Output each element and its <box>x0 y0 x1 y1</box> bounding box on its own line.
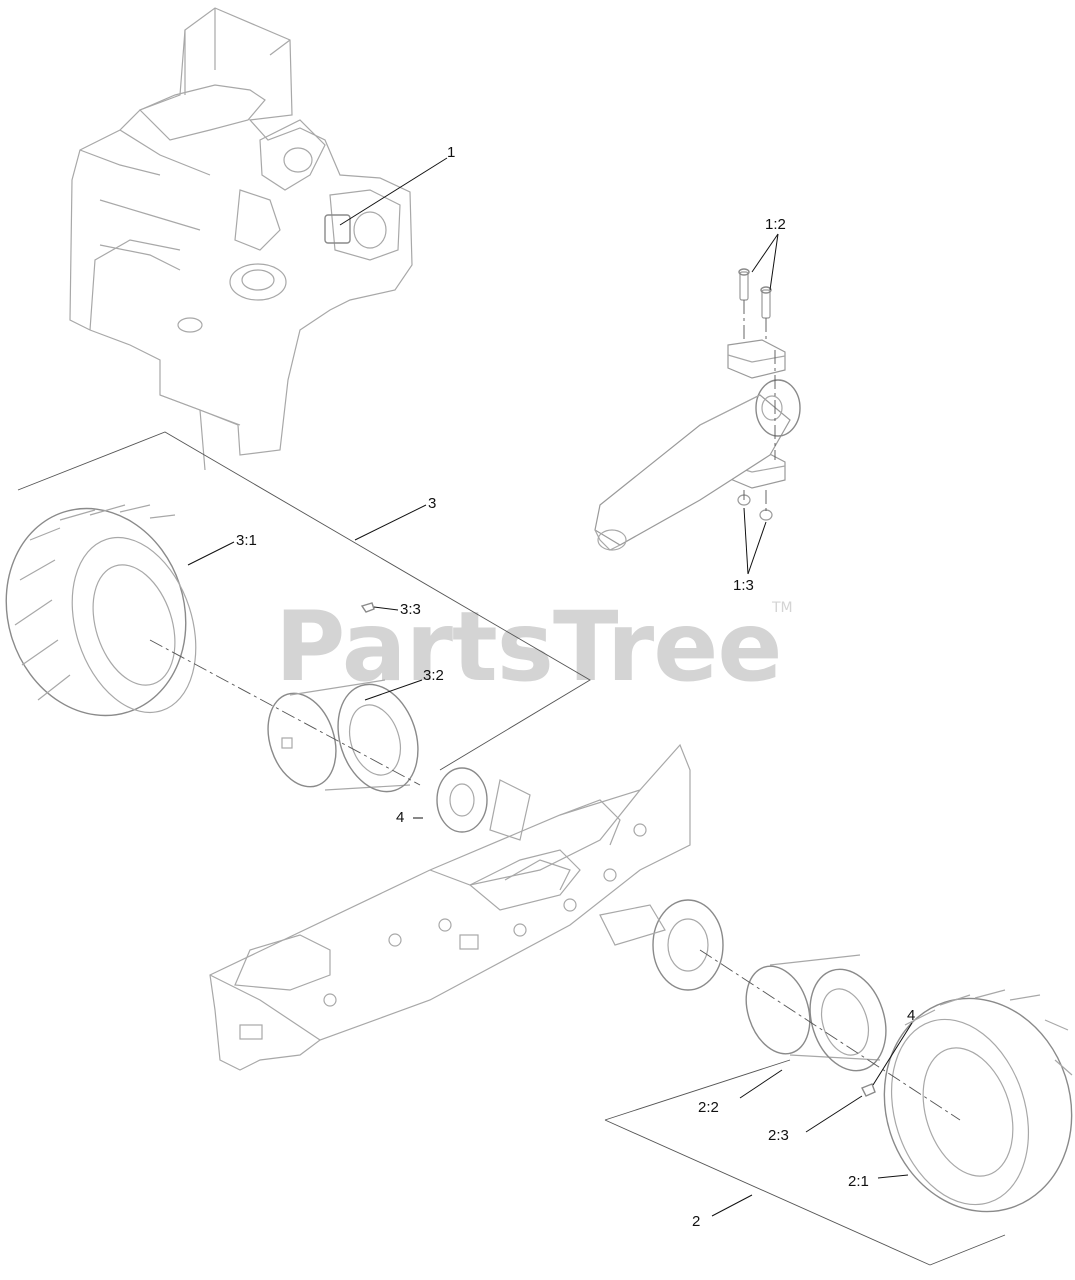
callout-4-rear: 4 <box>396 809 404 826</box>
callout-2-1: 2:1 <box>848 1173 869 1190</box>
callout-2-3: 2:3 <box>768 1127 789 1144</box>
cylinder-assembly-icon <box>594 268 801 551</box>
bolt-icon <box>738 268 772 319</box>
wheel-rim-icon <box>267 679 419 793</box>
watermark-text: PartsTree <box>275 591 781 703</box>
callout-1-3: 1:3 <box>733 577 754 594</box>
watermark-trademark: TM <box>771 600 793 616</box>
valve-stem-icon <box>360 602 375 613</box>
tire-icon <box>883 989 1073 1213</box>
callout-3-1: 3:1 <box>236 532 257 549</box>
callout-2-2: 2:2 <box>698 1099 719 1116</box>
callout-3-3: 3:3 <box>400 601 421 618</box>
callout-1: 1 <box>447 144 455 161</box>
rear-wheel-group-outline <box>17 431 591 771</box>
front-wheel-group-outline <box>604 1059 1006 1266</box>
callout-3: 3 <box>428 495 436 512</box>
leader-lines <box>187 157 913 1217</box>
wheel-rim-icon <box>745 954 887 1072</box>
valve-stem-icon <box>861 1083 876 1097</box>
rear-axle-frame-icon <box>209 743 724 1071</box>
callout-4-front: 4 <box>907 1007 915 1024</box>
callout-3-2: 3:2 <box>423 667 444 684</box>
tire-icon <box>5 504 197 717</box>
callout-2: 2 <box>692 1213 700 1230</box>
frame-assembly-icon <box>69 7 413 471</box>
nut-icon <box>737 494 773 521</box>
callout-1-2: 1:2 <box>765 216 786 233</box>
